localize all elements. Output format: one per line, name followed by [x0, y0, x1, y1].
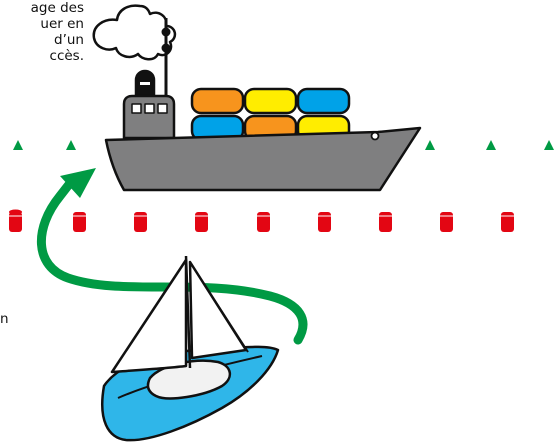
red-buoy-icon — [73, 212, 86, 232]
red-buoy-icon — [501, 212, 514, 232]
description-line-2: uer en — [22, 16, 84, 32]
green-buoy-icon — [544, 140, 554, 150]
description-line-3: d’un — [22, 32, 84, 48]
red-buoy-icon — [195, 212, 208, 232]
container-orange-top — [192, 89, 243, 113]
green-buoy-icon — [486, 140, 496, 150]
cropped-text-fragment: n — [0, 311, 9, 327]
container-blue-top — [298, 89, 349, 113]
red-buoy-icon — [257, 212, 270, 232]
green-buoy-icon — [13, 140, 23, 150]
green-buoy-icon — [425, 140, 435, 150]
red-buoy-icon — [9, 210, 22, 233]
red-buoy-icon — [318, 212, 331, 232]
description-text: age des uer en d’un ccès. — [22, 0, 84, 64]
description-line-1: age des — [22, 0, 84, 16]
container-yellow-top — [245, 89, 296, 113]
red-buoy-icon — [440, 212, 453, 232]
red-buoy-icon — [379, 212, 392, 232]
green-buoy-icon — [66, 140, 76, 150]
red-buoy-icon — [134, 212, 147, 232]
red-buoy-row — [9, 210, 514, 233]
description-line-4: ccès. — [22, 48, 84, 64]
